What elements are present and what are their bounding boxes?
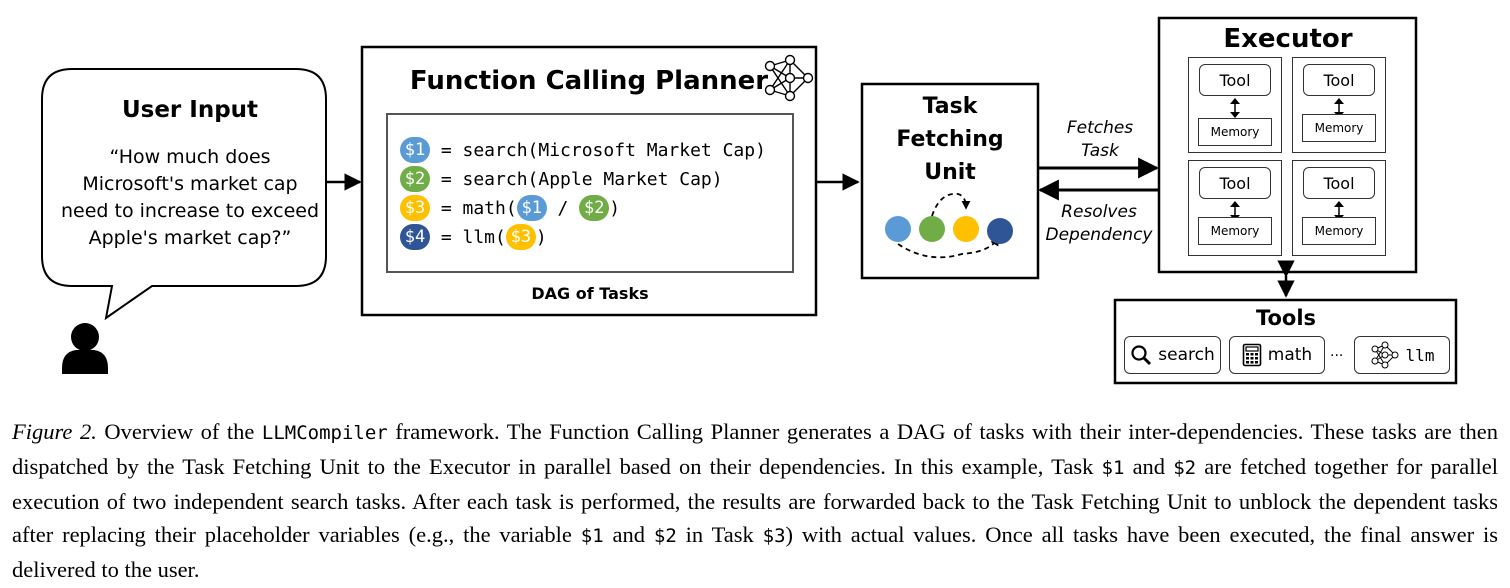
bidirectional-arrow-icon (1334, 201, 1344, 221)
quote-line: Apple's market cap?” (88, 227, 292, 249)
bidirectional-arrow-icon (1334, 98, 1344, 118)
task-dot-3 (953, 216, 979, 242)
task-arg-badge: $1 (516, 195, 547, 221)
caption-framework-name: LLMCompiler (261, 422, 388, 444)
task-expr: = llm( (430, 226, 506, 248)
task-expr: = math( (430, 197, 517, 219)
user-input-quote: “How much does Microsoft's market cap ne… (52, 144, 328, 252)
task-line-3: $3 = math($1 / $2) (400, 195, 620, 221)
tool-llm-label: llm (1405, 345, 1435, 365)
task-line-1: $1 = search(Microsoft Market Cap) (400, 137, 766, 163)
task-sep: / (546, 197, 580, 219)
caption-variable: $1 (1101, 457, 1125, 479)
task-expr: = search(Microsoft Market Cap) (430, 139, 766, 161)
caption-variable: $2 (1173, 457, 1197, 479)
task-line-4: $4 = llm($3) (400, 224, 547, 250)
tfu-title-line: Unit (924, 160, 976, 185)
task-dot-2 (919, 216, 945, 242)
memory-slot: Memory (1302, 217, 1376, 245)
tfu-title: Task Fetching Unit (862, 90, 1038, 189)
tfu-title-line: Fetching (896, 127, 1004, 152)
task-dot-4 (987, 218, 1013, 244)
tool-search-label: search (1158, 345, 1215, 365)
tool-slot: Tool (1199, 64, 1271, 96)
caption-variable: $1 (580, 525, 604, 547)
caption-variable: $2 (653, 525, 677, 547)
fetches-task-label: Fetches Task (1050, 117, 1150, 163)
magnifier-icon (1131, 345, 1152, 366)
task-dot-1 (885, 216, 911, 242)
caption-text: framework. The Function Calling Planner … (12, 419, 1499, 479)
executor-title: Executor (1223, 24, 1353, 54)
task-expr: = search(Apple Market Cap) (430, 168, 723, 190)
tfu-box (860, 82, 1040, 280)
tool-llm: llm (1354, 336, 1450, 374)
memory-slot: Memory (1198, 118, 1272, 146)
task-badge-2: $2 (400, 166, 430, 192)
bidirectional-arrow-icon (1230, 98, 1240, 118)
edge-label-line: Resolves (1061, 202, 1137, 222)
caption-text: and (1124, 454, 1174, 479)
bidirectional-arrow-icon (1230, 201, 1240, 221)
tool-math: math (1229, 336, 1325, 374)
quote-line: “How much does (109, 146, 271, 168)
tools-ellipsis: ... (1330, 344, 1344, 360)
tools-title: Tools (1255, 306, 1317, 330)
user-avatar-icon (62, 323, 108, 374)
tool-math-label: math (1267, 345, 1313, 365)
figure-caption: Figure 2. Overview of the LLMCompiler fr… (12, 415, 1498, 586)
tool-slot: Tool (1303, 167, 1375, 199)
caption-text: are fetched together for parallel execut… (12, 454, 1498, 547)
memory-slot: Memory (1302, 114, 1376, 142)
caption-variable: $3 (762, 525, 786, 547)
executor-cell-2: Tool Memory (1292, 57, 1386, 153)
task-line-2: $2 = search(Apple Market Cap) (400, 166, 723, 192)
executor-cell-4: Tool Memory (1292, 160, 1386, 256)
caption-text: in Task (676, 522, 763, 547)
tool-slot: Tool (1199, 167, 1271, 199)
executor-cell-1: Tool Memory (1188, 57, 1282, 153)
resolves-dependency-label: Resolves Dependency (1042, 201, 1156, 247)
dag-label: DAG of Tasks (531, 284, 649, 303)
task-arg-badge: $2 (579, 195, 610, 221)
planner-title: Function Calling Planner (409, 66, 769, 96)
neural-network-icon (1371, 341, 1399, 369)
task-suffix: ) (535, 226, 547, 248)
edge-label-line: Fetches (1066, 118, 1134, 138)
calculator-icon (1242, 343, 1262, 367)
task-badge-1: $1 (400, 137, 430, 163)
task-code-box: $1 = search(Microsoft Market Cap) $2 = s… (386, 113, 794, 273)
user-speech-bubble (41, 68, 327, 321)
quote-line: Microsoft's market cap (82, 173, 298, 195)
edge-label-line: Dependency (1045, 225, 1153, 245)
caption-label: Figure 2. (12, 419, 97, 444)
task-badge-4: $4 (400, 224, 430, 250)
caption-text: ) with actual values. Once all tasks hav… (12, 522, 1498, 582)
task-arg-badge: $3 (505, 224, 536, 250)
task-badge-3: $3 (400, 195, 430, 221)
neural-network-icon (764, 54, 814, 102)
memory-slot: Memory (1198, 217, 1272, 245)
task-suffix: ) (609, 197, 621, 219)
quote-line: need to increase to exceed (60, 200, 320, 222)
tfu-dependency-graph (885, 193, 1013, 259)
tool-slot: Tool (1303, 64, 1375, 96)
user-input-title: User Input (121, 97, 259, 123)
caption-text: and (603, 522, 654, 547)
caption-text: Overview of the (96, 419, 262, 444)
executor-cell-3: Tool Memory (1188, 160, 1282, 256)
edge-label-line: Task (1081, 141, 1119, 161)
tool-search: search (1124, 336, 1221, 374)
tfu-title-line: Task (922, 94, 978, 119)
